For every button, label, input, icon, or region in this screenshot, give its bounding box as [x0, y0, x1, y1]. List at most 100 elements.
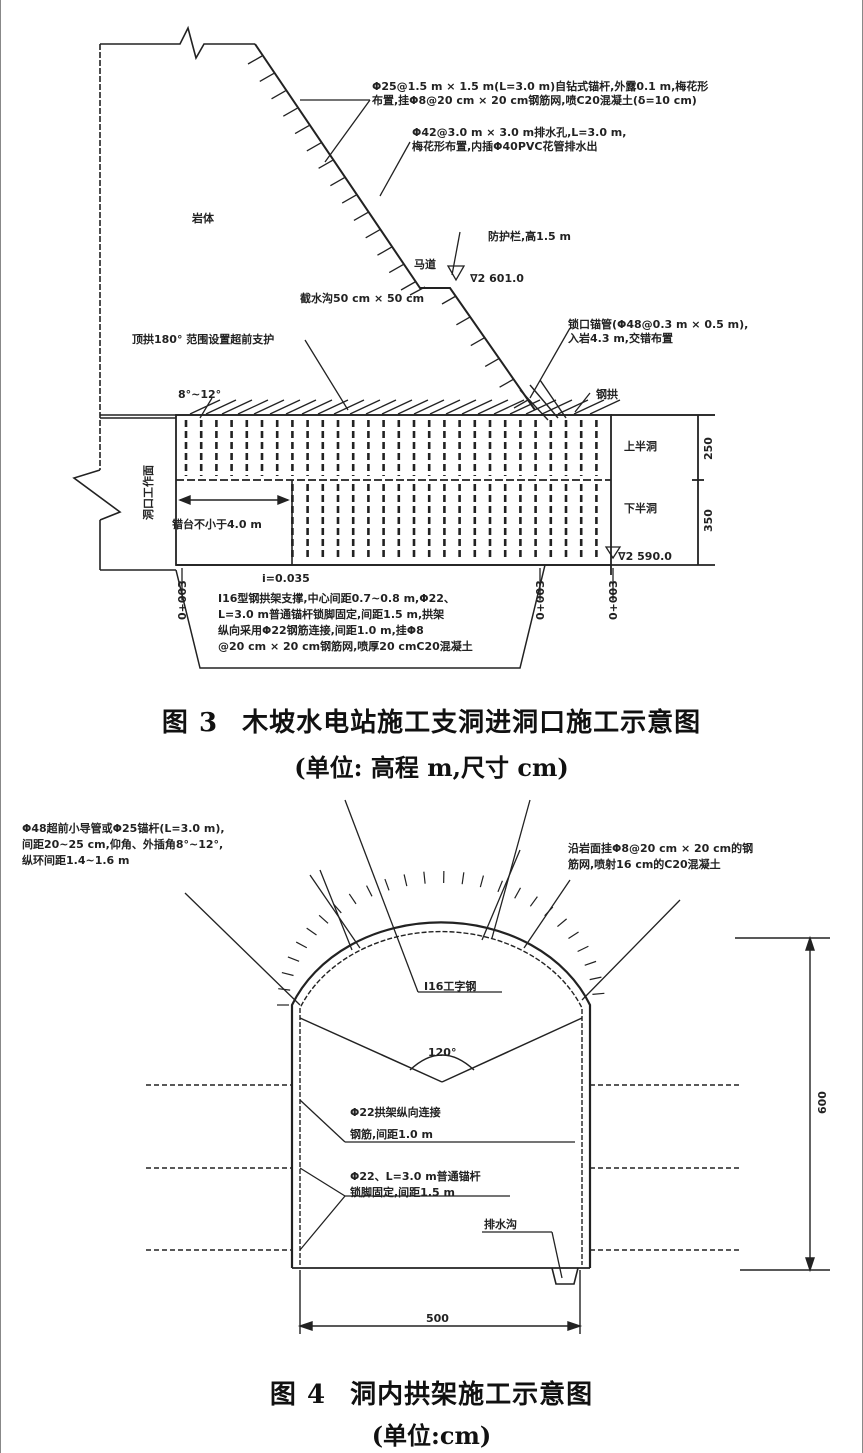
anchor-note-line2: 布置,挂Φ8@20 cm × 20 cm钢筋网,喷C20混凝土(δ=10 cm) — [372, 93, 697, 107]
figure-4-caption: 图 4 洞内拱架施工示意图 — [0, 1374, 863, 1411]
advance-pipe-note-line2: 间距20~25 cm,仰角、外插角8°~12°, — [22, 837, 223, 851]
arch-hatch-tick — [366, 885, 373, 897]
slope-hatch-tick — [294, 124, 310, 135]
arch-hatch-tick — [461, 872, 465, 885]
advance-pipe-note-line1: Φ48超前小导管或Φ25锚杆(L=3.0 m), — [22, 821, 225, 835]
advance-bolt — [301, 399, 333, 415]
advance-bolt — [205, 399, 237, 415]
figure-3-unit-note: (单位: 高程 m,尺寸 cm) — [294, 753, 569, 782]
page-border-left — [0, 0, 1, 1453]
advance-support-bolts — [189, 399, 621, 415]
bottom-elevation-label: ∇2 590.0 — [618, 550, 672, 563]
dim-350-label: 350 — [702, 509, 715, 532]
portal-face-label: 洞口工作面 — [141, 465, 155, 520]
tunnel-arch-inner — [299, 930, 583, 1265]
figure-4-number: 图 4 — [269, 1380, 327, 1410]
arch-hatch-tick — [423, 871, 426, 884]
slope-hatch-tick — [247, 55, 263, 65]
slope-hatch-tick — [365, 229, 381, 239]
slope-hatch-tick — [377, 246, 392, 256]
figure-3-title: 木坡水电站施工支洞进洞口施工示意图 — [242, 708, 702, 738]
advance-bolt — [413, 399, 445, 415]
mesh-note-line1: 沿岩面挂Φ8@20 cm × 20 cm的钢 — [568, 841, 753, 855]
arch-hatch-tick — [557, 918, 568, 928]
wall-bolt-lines — [146, 1084, 740, 1251]
i-beam-label: I16工字钢 — [424, 979, 476, 993]
slope-hatch-tick — [353, 211, 369, 222]
mesh-note-line2: 筋网,喷射16 cm的C20混凝土 — [567, 857, 721, 871]
advance-bolt — [541, 399, 573, 415]
arch-hatch-tick — [514, 887, 522, 899]
slope-hatch-tick — [441, 295, 457, 305]
advance-bolt — [525, 399, 557, 415]
arch-hatch-tick — [348, 893, 357, 905]
drain-hole-note-line1: Φ42@3.0 m × 3.0 m排水孔,L=3.0 m, — [412, 125, 626, 139]
steel-arch-label: 钢拱 — [596, 387, 618, 401]
foot-bolt-note-line1: Φ22、L=3.0 m普通锚杆 — [350, 1169, 481, 1183]
upper-bench-label: 上半洞 — [624, 439, 657, 453]
rock-mass-label: 岩体 — [191, 211, 215, 225]
insert-angle-label: 8°~12° — [178, 388, 221, 401]
advance-bolt — [269, 399, 301, 415]
slope-hatch-tick — [282, 107, 298, 117]
slope-hatch-tick — [388, 264, 404, 274]
arch-hatch-tick — [287, 956, 300, 962]
tunnel-arch-outer — [290, 921, 592, 1268]
foot-bolt-note-line2: 锁脚固定,间距1.5 m — [350, 1185, 455, 1199]
slope-hatch-tick — [271, 90, 286, 100]
arch-hatch-tick — [295, 941, 308, 949]
advance-bolt — [493, 399, 525, 415]
station-label-2: 0+003 — [534, 580, 547, 620]
arch-hatch-tick — [529, 896, 538, 907]
arch-hatch-tick — [577, 945, 589, 953]
slope-hatch-tick — [341, 194, 357, 204]
advance-bolt — [333, 399, 365, 415]
drain-ditch-label: 排水沟 — [484, 1217, 517, 1231]
slope-hatch-tick — [470, 337, 486, 347]
slope-hatch-tick — [306, 142, 322, 152]
arch-hatch-tick — [592, 992, 605, 995]
station-label-3: 0+003 — [607, 580, 620, 620]
figure-3-number: 图 3 — [161, 708, 219, 738]
slope-hatch-tick — [318, 159, 333, 169]
bench-length-label: 错台不小于4.0 m — [172, 517, 262, 531]
figure-3-drawing: Φ25@1.5 m × 1.5 m(L=3.0 m)自钻式锚杆,外露0.1 m,… — [72, 25, 748, 669]
advance-bolt — [445, 399, 477, 415]
berm-label: 马道 — [414, 257, 436, 271]
figure-4-title: 洞内拱架施工示意图 — [350, 1380, 594, 1410]
arch-hatch-tick — [584, 960, 597, 966]
lock-pipe-note-line1: 锁口锚管(Φ48@0.3 m × 0.5 m), — [568, 317, 748, 331]
support-note-line2: L=3.0 m普通锚杆锁脚固定,间距1.5 m,拱架 — [218, 607, 444, 621]
arch-hatch-tick — [589, 976, 602, 981]
advance-bolt — [365, 399, 397, 415]
arch-hatch-tick — [306, 927, 317, 936]
advance-bolt — [381, 399, 413, 415]
slope-hatch-tick — [400, 281, 416, 291]
figure-3-caption: 图 3 木坡水电站施工支洞进洞口施工示意图 — [0, 702, 863, 739]
figure-4-drawing: Φ48超前小导管或Φ25锚杆(L=3.0 m), 间距20~25 cm,仰角、外… — [22, 799, 830, 1334]
intercept-ditch-label: 截水沟50 cm × 50 cm — [300, 291, 424, 305]
height-600-label: 600 — [816, 1091, 829, 1114]
lock-pipe-note-line2: 入岩4.3 m,交错布置 — [568, 331, 673, 345]
slope-hatch-tick — [484, 357, 500, 367]
advance-pipe-note-line3: 纵环间距1.4~1.6 m — [22, 853, 129, 867]
advance-bolt — [573, 399, 605, 415]
tunnel-rock-bolts — [184, 420, 598, 560]
left-boundary-line — [100, 25, 255, 61]
anchor-note-line1: Φ25@1.5 m × 1.5 m(L=3.0 m)自钻式锚杆,外露0.1 m,… — [372, 79, 708, 93]
advance-bolt — [477, 399, 509, 415]
figure-4-unit-note: (单位:cm) — [371, 1421, 492, 1450]
arch-hatch-tick — [479, 875, 485, 888]
slope-hatch-tick — [259, 72, 275, 82]
lower-bench-label: 下半洞 — [624, 501, 657, 515]
advance-bolt — [589, 399, 621, 415]
slope-hatch-tick — [330, 177, 345, 187]
tunnel-outline — [175, 414, 612, 566]
arch-advance-support-label: 顶拱180° 范围设置超前支护 — [132, 332, 274, 346]
floor-slope-label: i=0.035 — [262, 572, 310, 585]
arch-hatch-tick — [384, 878, 390, 891]
longitudinal-link-note-line2: 钢筋,间距1.0 m — [350, 1127, 433, 1141]
advance-bolt — [429, 399, 461, 415]
advance-bolt — [461, 399, 493, 415]
